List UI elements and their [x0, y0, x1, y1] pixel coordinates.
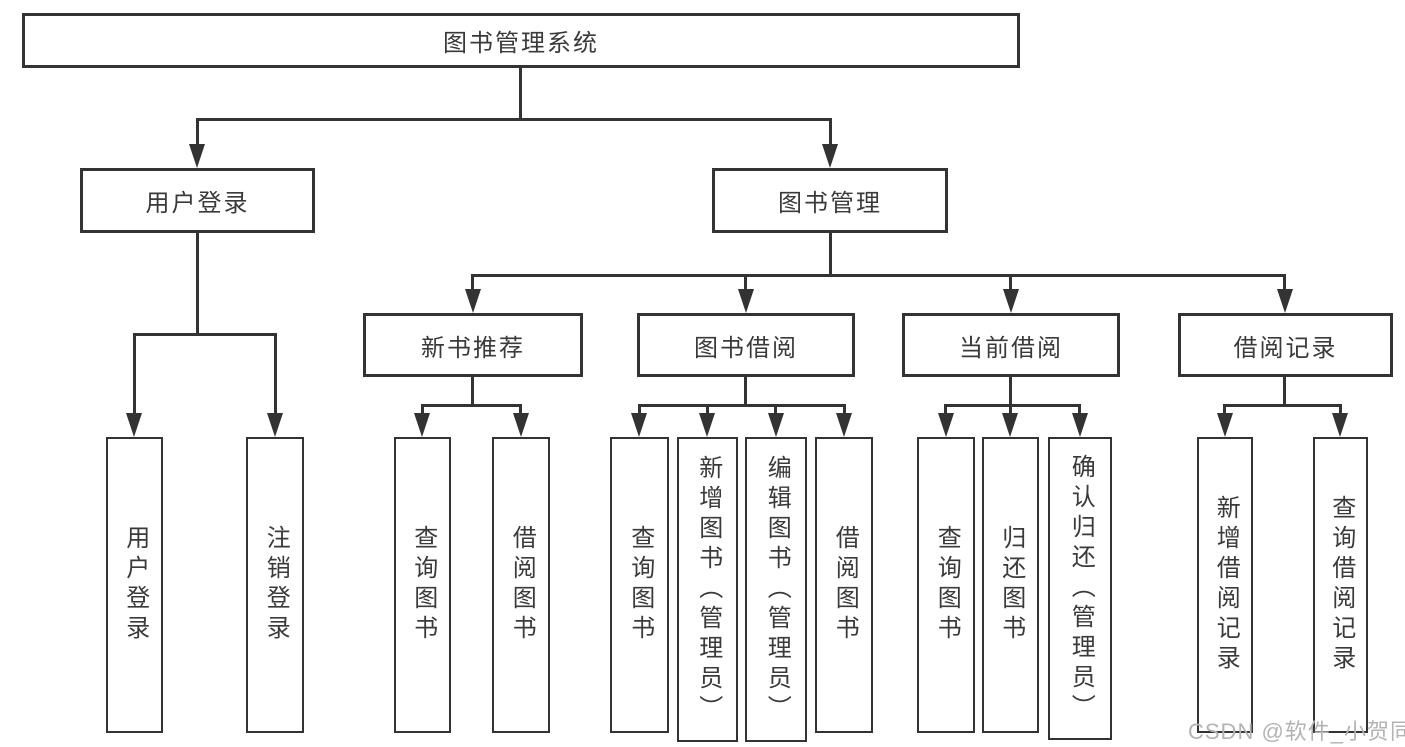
connector-arrow-shaft-newrec: [471, 274, 474, 292]
arrowhead-g3c2: [699, 413, 715, 437]
node-label: 用户登录: [121, 525, 149, 645]
node-label: 图书管理系统: [443, 30, 599, 57]
connector-arrow-shaft-borrow: [744, 274, 747, 292]
arrowhead-borrow: [738, 289, 754, 313]
arrowhead-g1c2: [267, 413, 283, 437]
node-borrowing-records: 借阅记录: [1178, 313, 1393, 377]
node-label: 归还图书: [997, 525, 1025, 645]
arrowhead-g1c1: [126, 413, 142, 437]
node-label: 注销登录: [262, 525, 290, 645]
connector-arrow-shaft-mgmt: [829, 118, 832, 148]
node-user-login: 用户登录: [80, 168, 315, 233]
connector-curr-rail: [944, 404, 1081, 407]
arrowhead-g3c3: [768, 413, 784, 437]
connector-login-stem: [196, 233, 199, 335]
connector-root-stem: [519, 68, 522, 120]
node-label: 编辑图书（管理员）: [763, 454, 791, 725]
leaf-query-books-recommend: 查询图书: [394, 437, 451, 733]
leaf-borrow-books: 借阅图书: [815, 437, 873, 733]
node-current-borrowing: 当前借阅: [902, 313, 1120, 377]
leaf-add-borrow-record: 新增借阅记录: [1197, 437, 1253, 733]
node-label: 查询图书: [933, 525, 961, 645]
connector-root-rail: [196, 118, 832, 121]
connector-arrow-shaft-g2c2: [519, 404, 522, 417]
leaf-confirm-return-admin: 确认归还（管理员）: [1048, 437, 1112, 740]
leaf-return-books: 归还图书: [982, 437, 1039, 733]
connector-arrow-shaft-g1c1: [133, 333, 136, 415]
node-label: 查询图书: [409, 525, 437, 645]
connector-mgmt-stem: [829, 233, 832, 277]
node-label: 借阅图书: [508, 525, 536, 645]
arrowhead-g4c2: [1002, 413, 1018, 437]
connector-arrow-shaft-curr: [1009, 274, 1012, 292]
node-book-borrowing: 图书借阅: [637, 313, 855, 377]
connector-arrow-shaft-g2c1: [421, 404, 424, 417]
leaf-edit-books-admin: 编辑图书（管理员）: [745, 437, 807, 742]
connector-mgmt-rail: [471, 274, 1286, 277]
connector-arrow-shaft-g5c2: [1339, 404, 1342, 417]
connector-newrec-rail: [421, 404, 522, 407]
connector-newrec-stem: [471, 377, 474, 407]
arrowhead-g5c2: [1332, 413, 1348, 437]
node-label: 当前借阅: [959, 334, 1063, 362]
node-label: 借阅图书: [831, 525, 859, 645]
connector-login-rail: [133, 333, 277, 336]
connector-arrow-shaft-record: [1283, 274, 1286, 292]
leaf-logout: 注销登录: [246, 437, 304, 733]
node-library-management-system: 图书管理系统: [22, 13, 1020, 68]
arrowhead-g4c1: [938, 413, 954, 437]
arrowhead-curr: [1003, 289, 1019, 313]
connector-record-stem: [1283, 377, 1286, 407]
leaf-user-login: 用户登录: [106, 437, 163, 733]
connector-borrow-stem: [744, 377, 747, 407]
leaf-query-books-borrowing: 查询图书: [610, 437, 669, 733]
connector-arrow-shaft-g4c1: [944, 404, 947, 417]
node-label: 新增借阅记录: [1212, 495, 1240, 675]
node-label: 借阅记录: [1233, 334, 1338, 362]
leaf-query-books-current: 查询图书: [917, 437, 975, 733]
arrowhead-g3c1: [631, 413, 647, 437]
arrowhead-record: [1277, 289, 1293, 313]
connector-arrow-shaft-g3c1: [638, 404, 641, 417]
arrowhead-g5c1: [1217, 413, 1233, 437]
node-label: 新书推荐: [421, 334, 525, 362]
node-label: 图书管理: [778, 190, 882, 217]
leaf-borrow-books-recommend: 借阅图书: [492, 437, 550, 733]
arrowhead-newrec: [465, 289, 481, 313]
arrowhead-g2c1: [414, 413, 430, 437]
connector-arrow-shaft-g3c4: [843, 404, 846, 417]
arrowhead-g4c3: [1072, 413, 1088, 437]
node-book-management: 图书管理: [712, 168, 948, 233]
arrowhead-mgmt: [822, 144, 838, 168]
node-label: 新增图书（管理员）: [694, 454, 722, 725]
arrowhead-g3c4: [836, 413, 852, 437]
connector-arrow-shaft-g4c2: [1009, 404, 1012, 417]
connector-curr-stem: [1009, 377, 1012, 407]
connector-arrow-shaft-g3c2: [706, 404, 709, 417]
arrowhead-login: [189, 144, 205, 168]
node-label: 用户登录: [145, 190, 250, 217]
connector-arrow-shaft-g5c1: [1223, 404, 1226, 417]
connector-arrow-shaft-g1c2: [274, 333, 277, 415]
node-label: 查询图书: [626, 525, 654, 645]
connector-borrow-rail: [638, 404, 846, 407]
arrowhead-g2c2: [513, 413, 529, 437]
connector-record-rail: [1223, 404, 1341, 407]
node-label: 图书借阅: [694, 334, 798, 362]
csdn-watermark: CSDN @软件_小贺同学: [1188, 719, 1405, 744]
connector-arrow-shaft-g4c3: [1078, 404, 1081, 417]
node-label: 确认归还（管理员）: [1067, 453, 1095, 724]
node-label: 查询借阅记录: [1327, 495, 1355, 675]
leaf-add-books-admin: 新增图书（管理员）: [677, 437, 738, 742]
leaf-query-borrow-record: 查询借阅记录: [1313, 437, 1368, 733]
node-new-book-recommend: 新书推荐: [363, 313, 583, 377]
connector-arrow-shaft-g3c3: [774, 404, 777, 417]
connector-arrow-shaft-login: [196, 118, 199, 148]
